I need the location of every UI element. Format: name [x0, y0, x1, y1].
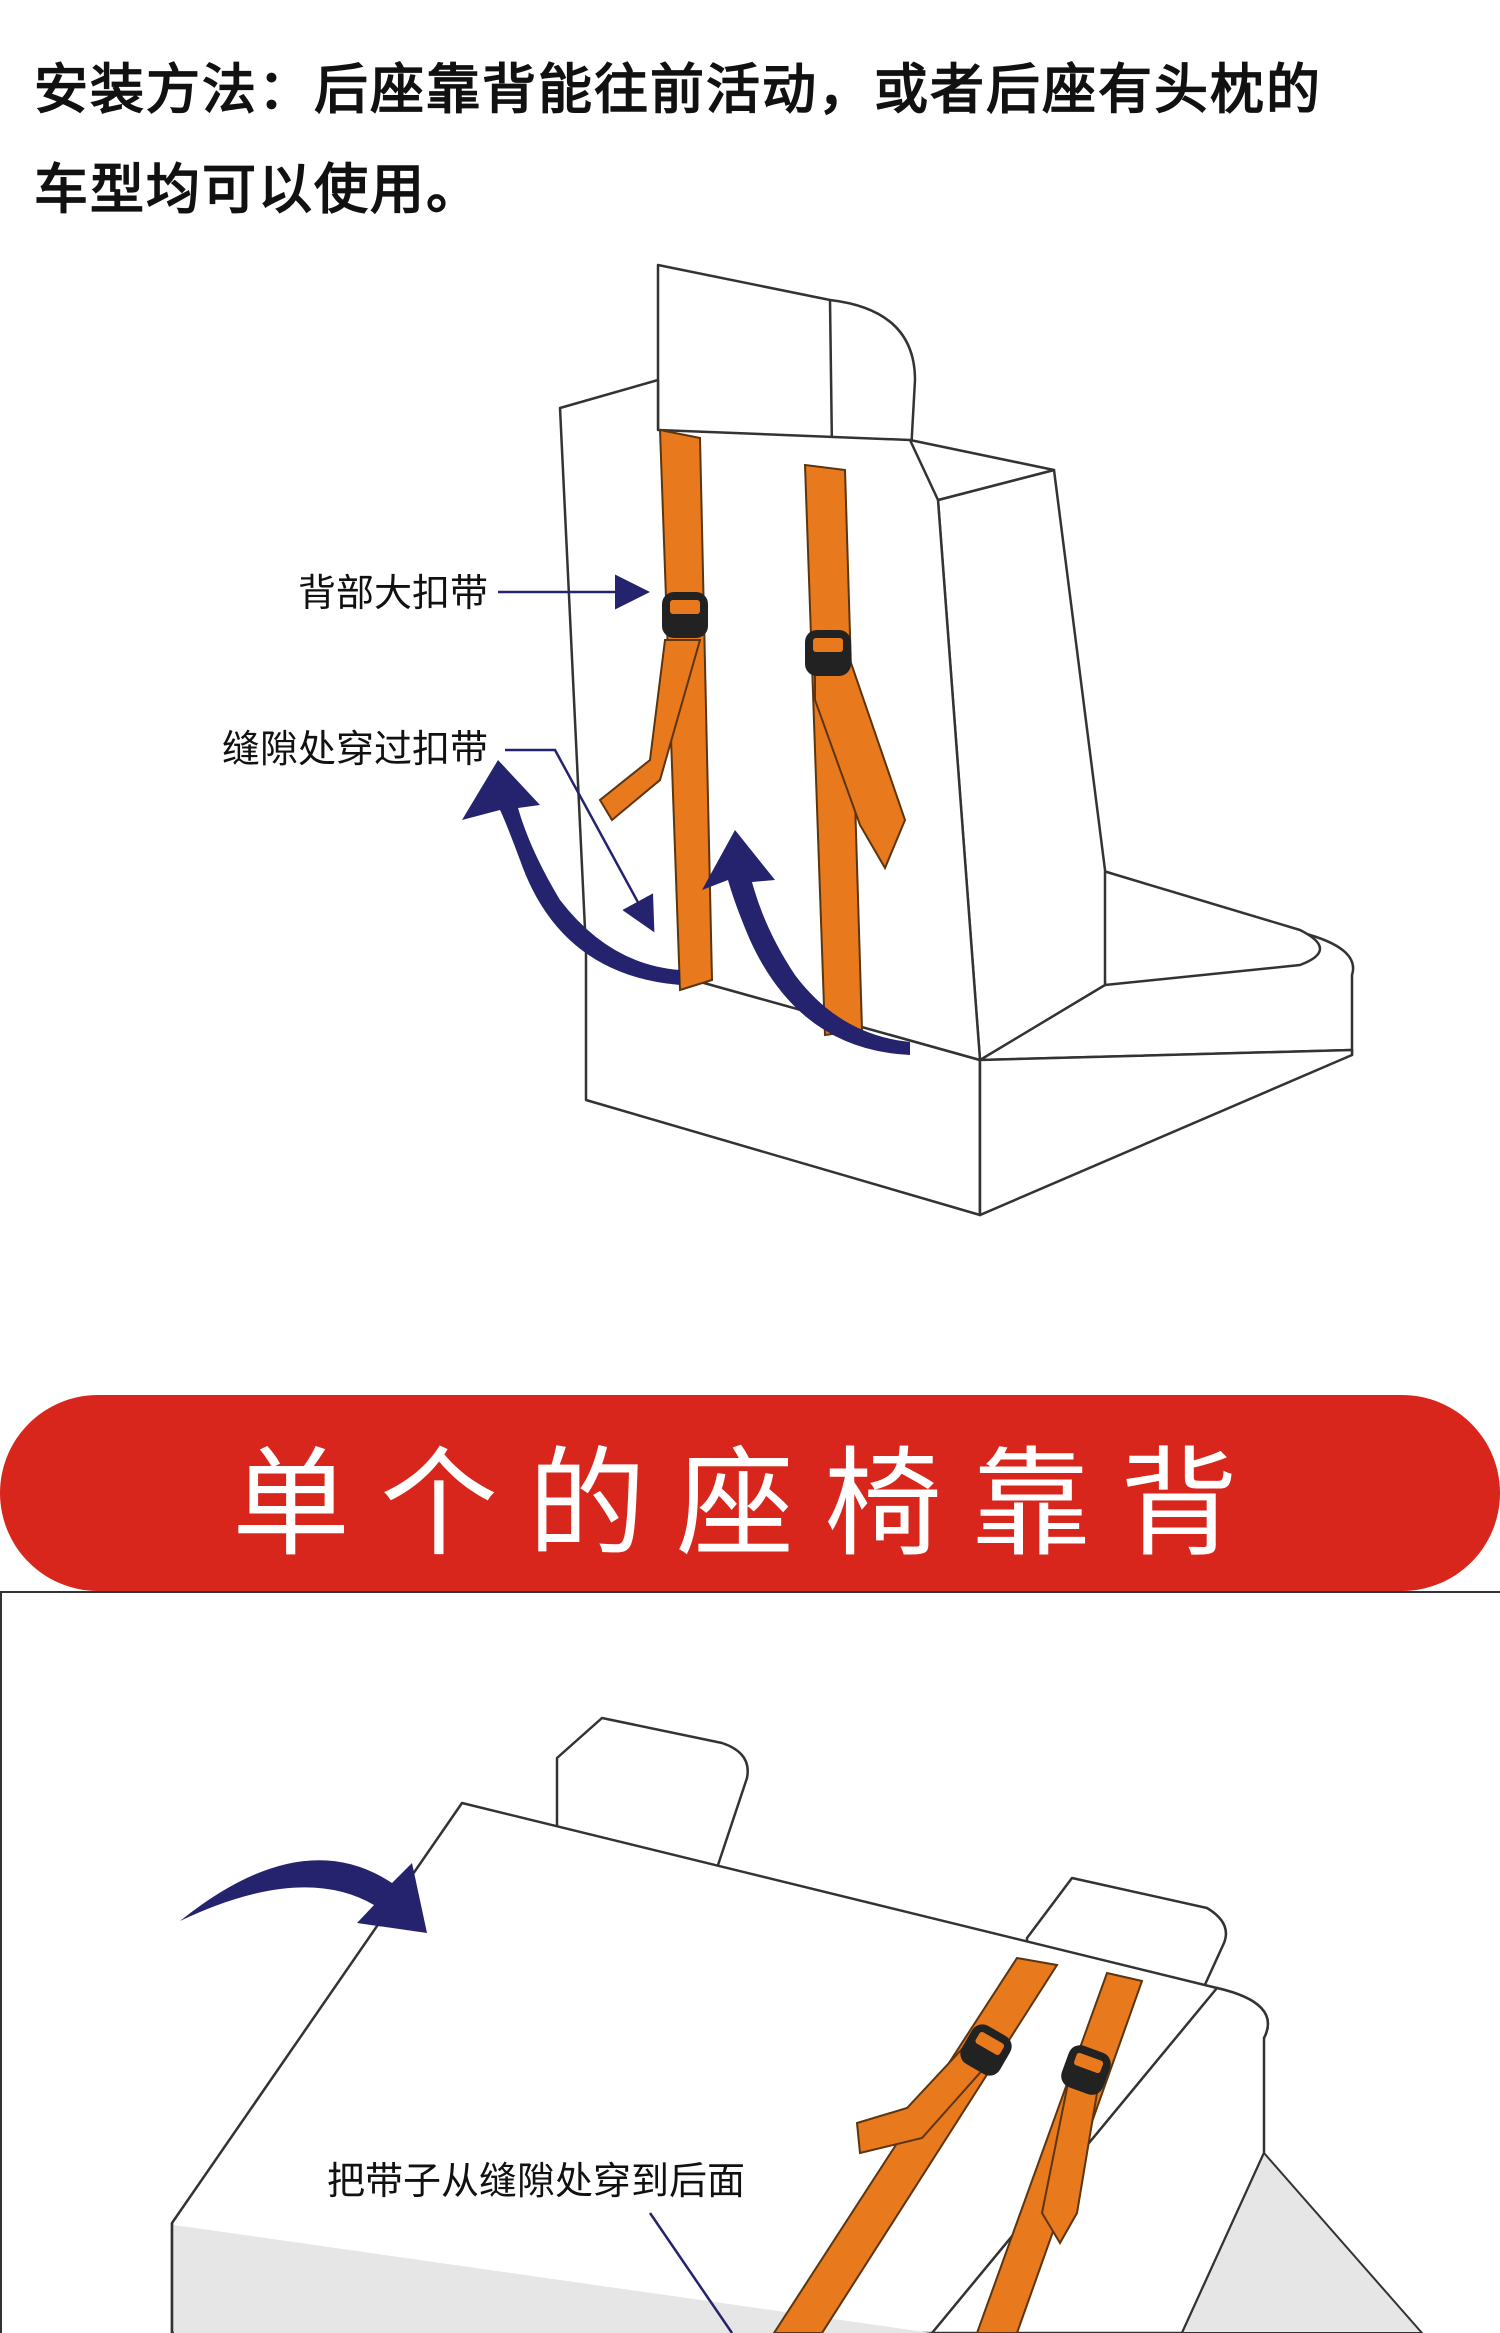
section-banner: 单个的座椅靠背 — [0, 1395, 1500, 1591]
banner-title: 单个的座椅靠背 — [231, 1434, 1268, 1573]
buckle-icon — [805, 630, 851, 676]
backrest-front-face — [174, 2225, 932, 2333]
single-backrest-diagram: 把带子从缝隙处穿到后面 — [170, 1716, 1424, 2333]
installation-instructions: 安装方法：后座靠背能往前活动，或者后座有头枕的 车型均可以使用。 — [34, 40, 1474, 240]
buckle-icon — [662, 592, 708, 638]
gap-strap-pointer — [505, 748, 655, 933]
buckle-icon — [1061, 2045, 1111, 2095]
seat-strap-diagram: 背部大扣带 缝隙处穿过扣带 — [222, 263, 1355, 1217]
fold-arrow-icon — [180, 1860, 427, 1933]
curved-arrow-icon — [702, 830, 910, 1055]
instruction-line-1: 安装方法：后座靠背能往前活动，或者后座有头枕的 — [34, 58, 1322, 121]
instruction-line-2: 车型均可以使用。 — [34, 158, 482, 221]
curved-arrow-icon — [462, 760, 680, 985]
buckle-icon — [960, 2024, 1012, 2076]
left-strap-tail — [598, 639, 702, 822]
label-pull-through: 把带子从缝隙处穿到后面 — [327, 2159, 745, 2203]
seat-cushion-top-edge — [1098, 868, 1322, 987]
headrest-left — [555, 1716, 749, 1870]
left-strap — [658, 428, 714, 992]
label-back-strap: 背部大扣带 — [298, 571, 488, 615]
single-backrest-panel: 把带子从缝隙处穿到后面 — [0, 1591, 1500, 2333]
pull-through-pointer — [648, 2212, 734, 2333]
label-gap-strap: 缝隙处穿过扣带 — [222, 727, 488, 771]
